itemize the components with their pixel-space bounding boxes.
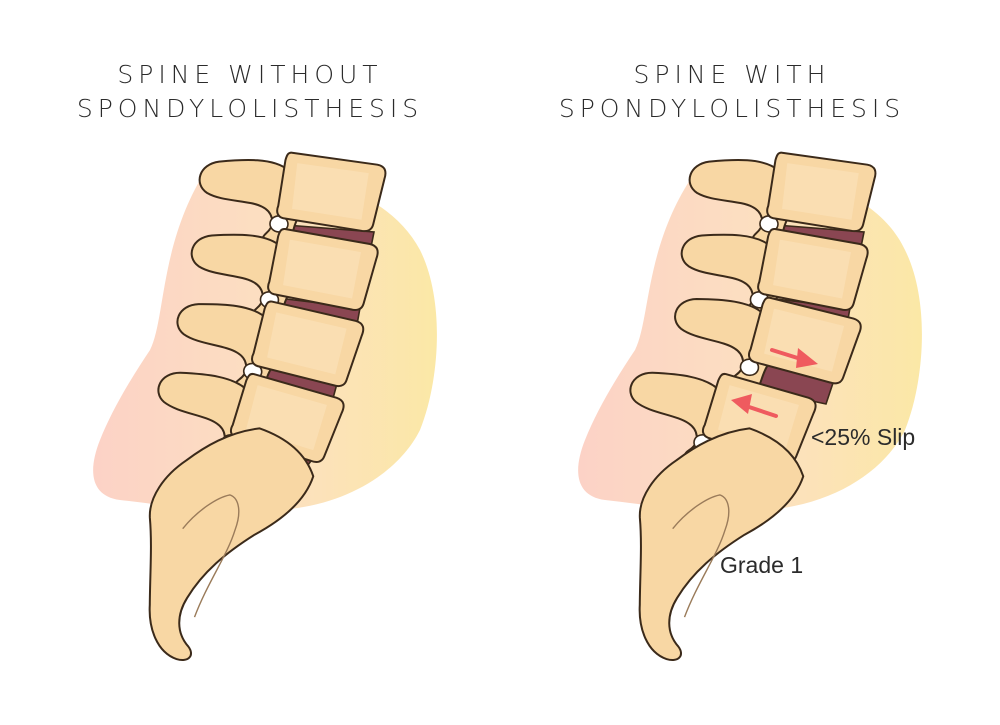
grade-label: Grade 1 xyxy=(720,552,804,578)
left-spine xyxy=(129,145,388,676)
right-spine xyxy=(615,145,878,676)
right-panel-title: SPINE WITH SPONDYLOLISTHESIS xyxy=(522,58,942,126)
right-title-line1: SPINE WITH xyxy=(633,60,831,89)
right-title-line2: SPONDYLOLISTHESIS xyxy=(558,94,906,123)
slip-percentage-label: <25% Slip xyxy=(811,424,916,450)
slip-arrow-icon xyxy=(731,394,778,418)
left-title-line2: SPONDYLOLISTHESIS xyxy=(76,94,424,123)
left-title-line1: SPINE WITHOUT xyxy=(117,60,383,89)
left-panel-title: SPINE WITHOUT SPONDYLOLISTHESIS xyxy=(40,58,460,126)
slip-arrow-icon xyxy=(770,348,818,368)
